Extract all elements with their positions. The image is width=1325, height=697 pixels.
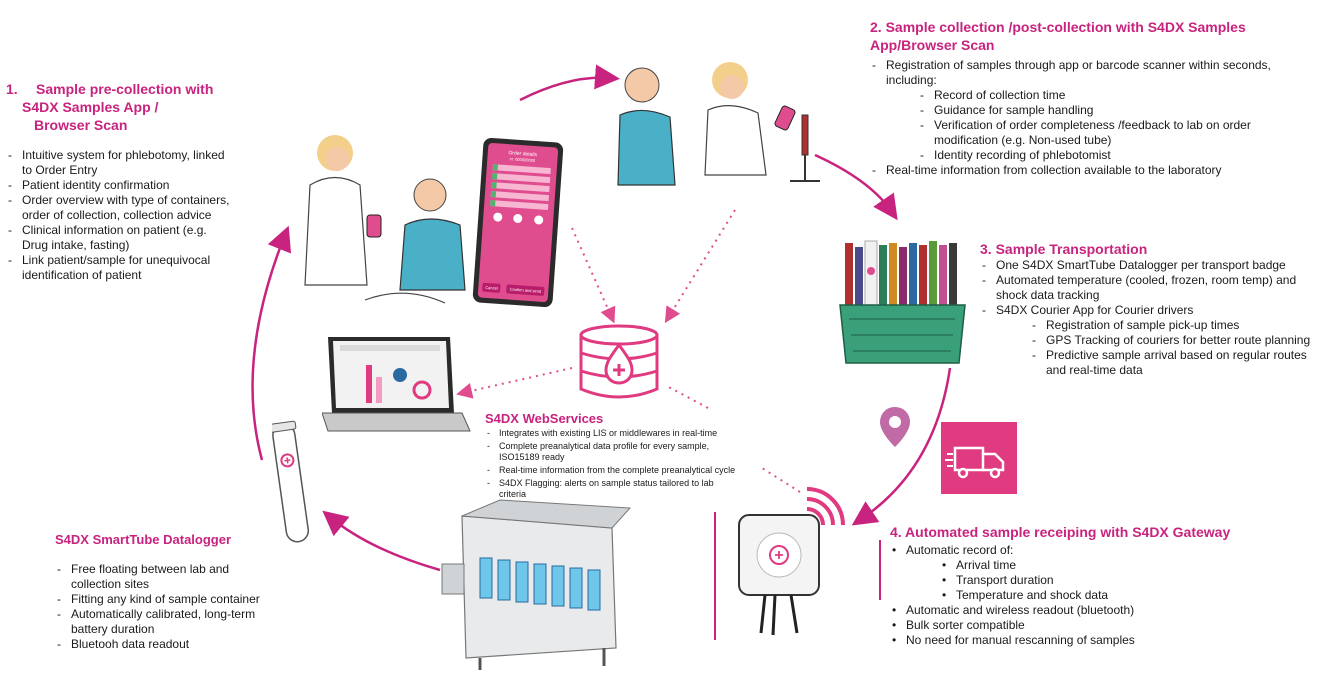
arrow-tube-to-step1 <box>251 225 292 461</box>
webservices-list: Integrates with existing LIS or middlewa… <box>485 428 740 500</box>
sub-item: Guidance for sample handling <box>918 103 1315 118</box>
arrow-step2-to-step3 <box>814 153 898 221</box>
tablet-cancel-button[interactable]: Cancel <box>482 282 502 293</box>
list-item: S4DX Flagging: alerts on sample status t… <box>485 478 740 500</box>
list-item: Order overview with type of containers, … <box>6 193 230 223</box>
list-item: Automated temperature (cooled, frozen, r… <box>980 273 1315 303</box>
step3-title: 3. Sample Transportation <box>980 241 1148 257</box>
list-item: Clinical information on patient (e.g. Dr… <box>6 223 230 253</box>
step1-title: 1. Sample pre-collection with <box>6 81 214 97</box>
arrow-step1-to-step2 <box>519 64 620 102</box>
sample-collection-illustration <box>580 55 825 190</box>
sub-item: Transport duration <box>940 573 1310 588</box>
location-pin-icon <box>880 407 910 447</box>
list-item: Link patient/sample for unequivocal iden… <box>6 253 230 283</box>
list-item: Real-time information from collection av… <box>870 163 1315 178</box>
phlebotomy-illustration <box>295 125 560 325</box>
step1-number: 1. <box>6 81 18 97</box>
step2-title-line2: App/Browser Scan <box>870 37 995 53</box>
list-item: S4DX Courier App for Courier drivers Reg… <box>980 303 1315 378</box>
sub-item: Record of collection time <box>918 88 1315 103</box>
sub-item: Predictive sample arrival based on regul… <box>1030 348 1315 378</box>
list-item: Automatic and wireless readout (bluetoot… <box>890 603 1310 618</box>
list-item: Automatically calibrated, long-term batt… <box>55 607 280 637</box>
tablet-dots <box>487 212 549 225</box>
courier-truck-icon <box>941 422 1017 494</box>
step1-section: 1. Sample pre-collection with S4DX Sampl… <box>6 80 236 283</box>
step4-section: 4. Automated sample receiping with S4DX … <box>890 523 1310 648</box>
sub-item: Verification of order completeness /feed… <box>918 118 1315 148</box>
step1-title-line3: Browser Scan <box>34 117 128 133</box>
list-item: Bulk sorter compatible <box>890 618 1310 633</box>
list-item: Registration of samples through app or b… <box>870 58 1315 163</box>
bulk-sorter-machine <box>440 498 635 673</box>
list-item: Bluetooh data readout <box>55 637 280 652</box>
arrow-sorter-to-tube <box>322 510 441 572</box>
datalogger-title: S4DX SmartTube Datalogger <box>55 532 232 547</box>
step2-title: 2. Sample collection /post-collection wi… <box>870 19 1246 35</box>
list-item: Real-time information from the complete … <box>485 465 740 476</box>
gateway-device <box>735 483 850 643</box>
smarttube-datalogger <box>272 420 312 552</box>
step2-list: Registration of samples through app or b… <box>870 58 1315 178</box>
step4-title: 4. Automated sample receiping with S4DX … <box>890 524 1231 540</box>
list-item: Fitting any kind of sample container <box>55 592 280 607</box>
tablet-rows <box>490 164 551 211</box>
webservices-title: S4DX WebServices <box>485 411 604 426</box>
list-item: Automatic record of: Arrival time Transp… <box>890 543 1310 603</box>
laptop-dashboard <box>322 335 472 435</box>
arrow-step3-to-step4 <box>851 367 952 526</box>
list-item: Intuitive system for phlebotomy, linked … <box>6 148 230 178</box>
webservices-section: S4DX WebServices Integrates with existin… <box>485 411 740 502</box>
list-item: Patient identity confirmation <box>6 178 230 193</box>
step4-list: Automatic record of: Arrival time Transp… <box>890 543 1310 648</box>
datalogger-section: S4DX SmartTube Datalogger Free floating … <box>55 532 280 652</box>
tablet-confirm-button[interactable]: Confirm and send <box>506 284 545 296</box>
datalogger-list: Free floating between lab and collection… <box>55 562 280 652</box>
list-item: Complete preanalytical data profile for … <box>485 441 740 463</box>
sub-item: Registration of sample pick-up times <box>1030 318 1315 333</box>
sub-item: Arrival time <box>940 558 1310 573</box>
list-item: Free floating between lab and collection… <box>55 562 280 592</box>
step3-list: One S4DX SmartTube Datalogger per transp… <box>980 258 1315 378</box>
list-item: One S4DX SmartTube Datalogger per transp… <box>980 258 1315 273</box>
step3-sublist: Registration of sample pick-up times GPS… <box>996 318 1315 378</box>
sub-item: Temperature and shock data <box>940 588 1310 603</box>
tablet-screen: Order details nr. 000000000 Cancel Confi… <box>477 142 559 303</box>
transport-tray-illustration <box>835 235 970 367</box>
step2-section: 2. Sample collection /post-collection wi… <box>870 18 1315 178</box>
step3-section: 3. Sample Transportation One S4DX SmartT… <box>980 240 1315 378</box>
step2-sublist: Record of collection time Guidance for s… <box>886 88 1315 163</box>
sub-item: Identity recording of phlebotomist <box>918 148 1315 163</box>
step4-sublist: Arrival time Transport duration Temperat… <box>906 558 1310 603</box>
database-icon <box>579 324 659 399</box>
step1-list: Intuitive system for phlebotomy, linked … <box>6 148 230 283</box>
list-item: No need for manual rescanning of samples <box>890 633 1310 648</box>
tablet-device: Order details nr. 000000000 Cancel Confi… <box>472 137 564 308</box>
step1-title-line2: S4DX Samples App / <box>22 99 159 115</box>
sub-item: GPS Tracking of couriers for better rout… <box>1030 333 1315 348</box>
list-item: Integrates with existing LIS or middlewa… <box>485 428 740 439</box>
